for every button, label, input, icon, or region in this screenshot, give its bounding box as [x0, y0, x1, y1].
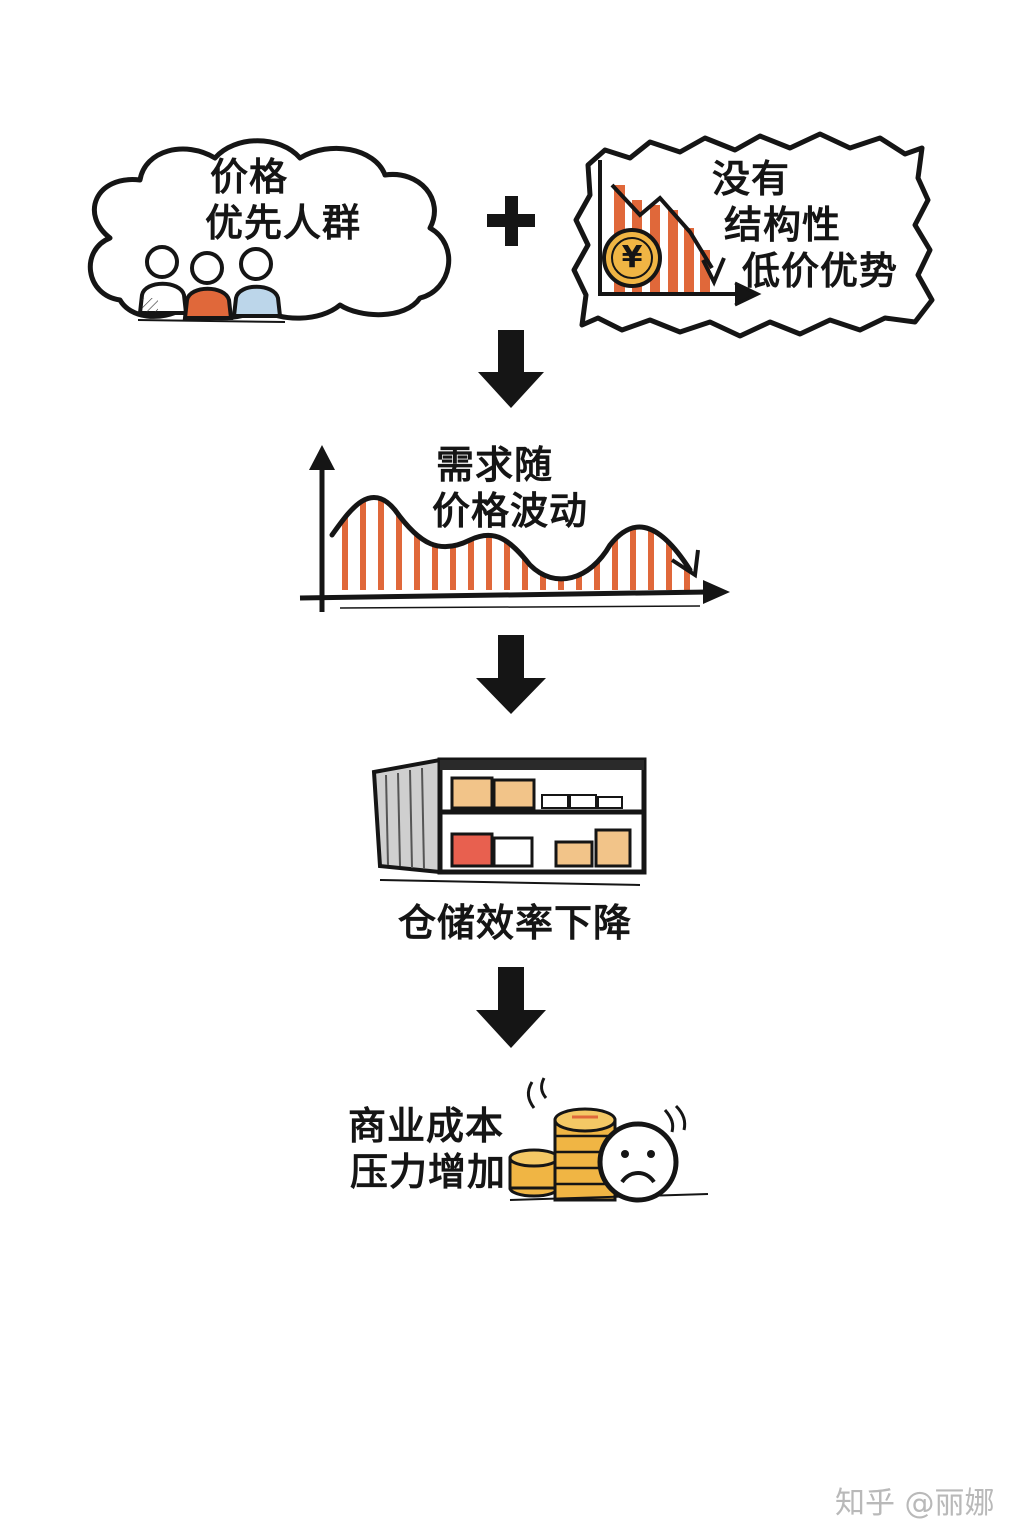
watermark: 知乎 @丽娜	[835, 1486, 995, 1521]
plus-icon	[487, 196, 535, 246]
no-advantage-burst	[571, 131, 935, 339]
down-arrow-icon	[478, 330, 544, 408]
no-advantage-line3: 低价优势	[742, 249, 899, 293]
coin-stack-icon	[508, 1077, 709, 1202]
demand-label-line2: 价格波动	[432, 489, 589, 533]
warehouse-icon	[371, 757, 647, 886]
cost-label-line2: 压力增加	[350, 1150, 507, 1194]
cost-label-line1: 商业成本	[348, 1104, 505, 1148]
price-first-label-line1: 价格	[210, 155, 289, 199]
demand-label-line1: 需求随	[436, 443, 554, 487]
price-first-label-line2: 优先人群	[205, 201, 362, 245]
yen-symbol: ¥	[621, 240, 643, 275]
storage-label: 仓储效率下降	[398, 901, 633, 945]
no-advantage-line1: 没有	[712, 157, 791, 201]
sad-face-icon	[597, 1104, 687, 1203]
down-arrow-icon	[476, 967, 546, 1048]
people-icon	[137, 245, 286, 323]
yen-coin-icon	[602, 228, 662, 288]
no-advantage-line2: 结构性	[724, 203, 842, 247]
down-arrow-icon	[476, 635, 546, 714]
